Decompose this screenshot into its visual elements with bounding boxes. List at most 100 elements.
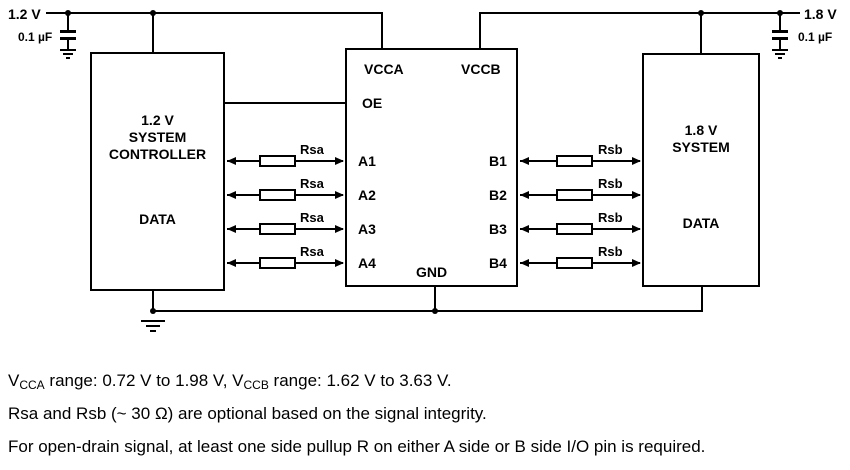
arrowhead-right-icon — [632, 157, 641, 165]
vcca-supply-wire — [381, 12, 383, 48]
resistor-rsa-1 — [259, 155, 296, 167]
arrowhead-right-icon — [335, 157, 344, 165]
pin-label-a4: A4 — [358, 255, 376, 271]
note-resistors-optional: Rsa and Rsb (~ 30 Ω) are optional based … — [8, 404, 487, 423]
note1-subscript: CCB — [243, 378, 269, 392]
resistor-rsb-3 — [556, 223, 593, 235]
resistor-rsb-label: Rsb — [598, 210, 623, 225]
arrowhead-right-icon — [632, 225, 641, 233]
cap-left-plate-top — [60, 30, 76, 33]
resistor-rsb-label: Rsb — [598, 142, 623, 157]
ground-symbol-main — [150, 330, 156, 332]
cap-right-value-label: 0.1 µF — [798, 30, 833, 44]
resistor-rsa-label: Rsa — [300, 176, 324, 191]
resistor-rsa-3 — [259, 223, 296, 235]
resistor-rsb-2 — [556, 189, 593, 201]
junction-dot — [432, 308, 438, 314]
note-vcc-range: VCCA range: 0.72 V to 1.98 V, VCCB range… — [8, 371, 452, 395]
ground-symbol-right-cap — [775, 53, 785, 55]
pin-label-b3: B3 — [489, 221, 507, 237]
arrowhead-left-icon — [520, 191, 529, 199]
resistor-rsb-label: Rsb — [598, 176, 623, 191]
resistor-rsb-1 — [556, 155, 593, 167]
pin-label-a2: A2 — [358, 187, 376, 203]
arrowhead-right-icon — [632, 259, 641, 267]
cap-right-plate-top — [772, 30, 788, 33]
pin-label-b4: B4 — [489, 255, 507, 271]
pin-label-a1: A1 — [358, 153, 376, 169]
junction-dot — [150, 10, 156, 16]
arrowhead-left-icon — [227, 191, 236, 199]
resistor-rsb-4 — [556, 257, 593, 269]
controller-title: 1.2 V SYSTEM CONTROLLER — [90, 112, 225, 163]
pin-label-vccb: VCCB — [461, 61, 501, 77]
controller-data-label: DATA — [139, 211, 176, 227]
junction-dot — [777, 10, 783, 16]
resistor-rsa-label: Rsa — [300, 210, 324, 225]
arrowhead-right-icon — [335, 225, 344, 233]
junction-dot — [150, 308, 156, 314]
controller-title-line3: CONTROLLER — [108, 146, 207, 162]
resistor-rsa-label: Rsa — [300, 244, 324, 259]
system-block — [642, 53, 760, 287]
junction-dot — [698, 10, 704, 16]
cap-right-plate-bottom — [772, 37, 788, 40]
controller-title-line2: SYSTEM — [128, 129, 187, 145]
arrowhead-right-icon — [632, 191, 641, 199]
rail-1v8-wire — [480, 12, 800, 14]
vccb-supply-wire — [479, 12, 481, 48]
resistor-rsa-label: Rsa — [300, 142, 324, 157]
rail-1v2-wire — [46, 12, 383, 14]
pin-label-vcca: VCCA — [364, 61, 404, 77]
level-translator-block — [345, 48, 518, 287]
pin-label-a3: A3 — [358, 221, 376, 237]
ground-symbol-right-cap — [778, 57, 782, 59]
system-title-line1: 1.8 V — [684, 122, 718, 138]
arrowhead-left-icon — [520, 225, 529, 233]
ground-symbol-left-cap — [66, 57, 70, 59]
arrowhead-left-icon — [520, 259, 529, 267]
translator-ground-wire — [434, 287, 436, 311]
ground-symbol-left-cap — [63, 53, 73, 55]
system-ground-wire — [701, 287, 703, 311]
note1-text: range: 0.72 V to 1.98 V, V — [44, 371, 244, 390]
oe-wire — [225, 102, 345, 104]
note-open-drain: For open-drain signal, at least one side… — [8, 437, 706, 456]
cap-right-lead-bottom — [779, 40, 781, 49]
system-data-label: DATA — [682, 215, 720, 231]
arrowhead-right-icon — [335, 259, 344, 267]
system-supply-wire — [700, 12, 702, 53]
arrowhead-left-icon — [227, 225, 236, 233]
controller-ground-wire — [152, 291, 154, 311]
ground-symbol-left-cap — [60, 49, 76, 51]
rail-1v8-label: 1.8 V — [804, 6, 837, 22]
pin-label-gnd: GND — [416, 264, 448, 280]
ground-symbol-main — [141, 320, 165, 322]
resistor-rsa-4 — [259, 257, 296, 269]
system-title-line2: SYSTEM — [672, 139, 730, 155]
pin-label-b2: B2 — [489, 187, 507, 203]
resistor-rsa-2 — [259, 189, 296, 201]
ground-symbol-main — [146, 325, 160, 327]
system-controller-block — [90, 52, 225, 291]
junction-dot — [65, 10, 71, 16]
cap-right-lead-top — [779, 12, 781, 30]
arrowhead-right-icon — [335, 191, 344, 199]
arrowhead-left-icon — [520, 157, 529, 165]
cap-left-lead-bottom — [67, 40, 69, 49]
arrowhead-left-icon — [227, 259, 236, 267]
resistor-rsb-label: Rsb — [598, 244, 623, 259]
ground-rail-wire — [152, 310, 703, 312]
pin-label-b1: B1 — [489, 153, 507, 169]
system-title: 1.8 V SYSTEM — [642, 122, 760, 156]
ground-symbol-right-cap — [772, 49, 788, 51]
controller-title-line1: 1.2 V — [141, 112, 174, 128]
controller-supply-wire — [152, 12, 154, 52]
cap-left-plate-bottom — [60, 37, 76, 40]
arrowhead-left-icon — [227, 157, 236, 165]
note1-text: V — [8, 371, 20, 390]
cap-left-value-label: 0.1 µF — [18, 30, 53, 44]
note1-subscript: CCA — [19, 378, 45, 392]
note1-text: range: 1.62 V to 3.63 V. — [268, 371, 452, 390]
